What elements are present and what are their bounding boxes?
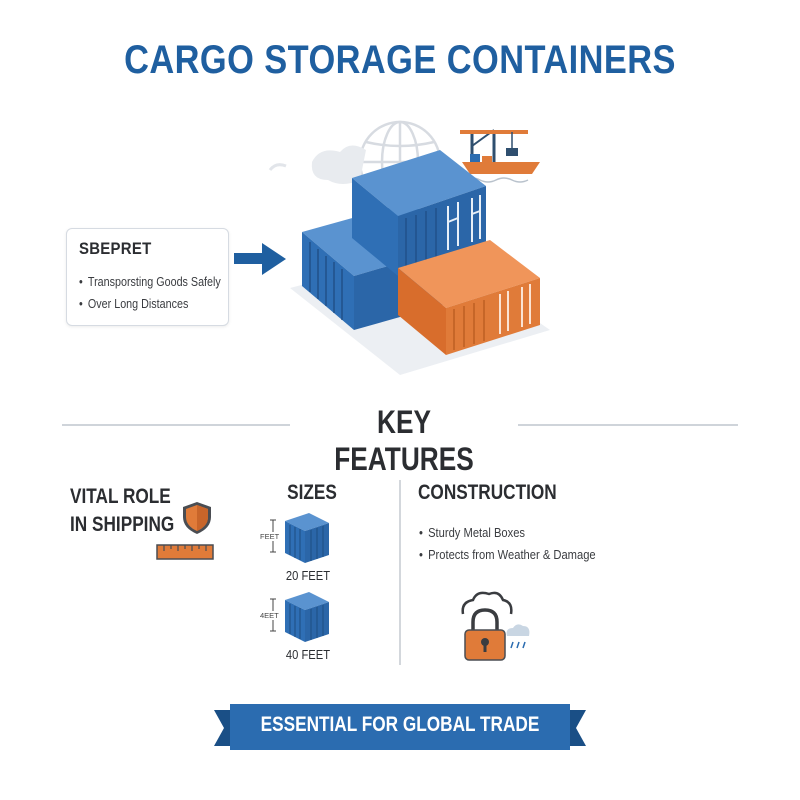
info-card-bullet: Over Long Distances [79, 293, 197, 315]
divider-right [518, 424, 738, 426]
sizes-title: SIZES [287, 481, 337, 504]
size-label-20ft: 20 FEET [285, 568, 331, 583]
vital-role-line2: IN SHIPPING [70, 513, 175, 536]
vertical-divider [399, 480, 401, 665]
ruler-icon [156, 544, 214, 560]
size-label-40ft: 40 FEET [285, 647, 331, 662]
padlock-icon [464, 608, 506, 661]
vital-role-line1: VITAL ROLE [70, 485, 171, 508]
info-card-list: Transporsting Goods Safely Over Long Dis… [79, 271, 221, 315]
container-20ft-icon [285, 513, 329, 563]
info-card-title: SBEPRET [79, 239, 152, 258]
construction-list: Sturdy Metal Boxes Protects from Weather… [419, 522, 624, 566]
size-dim-label: FEET [260, 532, 280, 541]
construction-bullet: Protects from Weather & Damage [419, 544, 596, 566]
page-title: CARGO STORAGE CONTAINERS [124, 38, 676, 82]
cloud-icon [461, 591, 513, 615]
divider-left [62, 424, 290, 426]
banner-ribbon [214, 704, 586, 750]
section-title-key-features: KEY FEATURES [334, 404, 474, 477]
blue-container-top [352, 150, 486, 276]
size-dim-label: 4EET [260, 611, 279, 620]
shield-icon [183, 502, 211, 534]
construction-bullet: Sturdy Metal Boxes [419, 522, 596, 544]
rain-cloud-icon [506, 624, 530, 649]
padlock-weather-icon [461, 591, 530, 661]
orange-container [398, 240, 540, 355]
banner-text: ESSENTIAL FOR GLOBAL TRADE [260, 713, 540, 736]
hero-container-illustration [268, 120, 550, 375]
info-card-bullet: Transporsting Goods Safely [79, 271, 221, 293]
vital-role-title: VITAL ROLE IN SHIPPING [70, 483, 185, 539]
container-40ft-icon [285, 592, 329, 642]
info-card: SBEPRET Transporsting Goods Safely Over … [66, 228, 229, 326]
arrow-right-icon [234, 243, 286, 275]
construction-title: CONSTRUCTION [418, 481, 557, 504]
